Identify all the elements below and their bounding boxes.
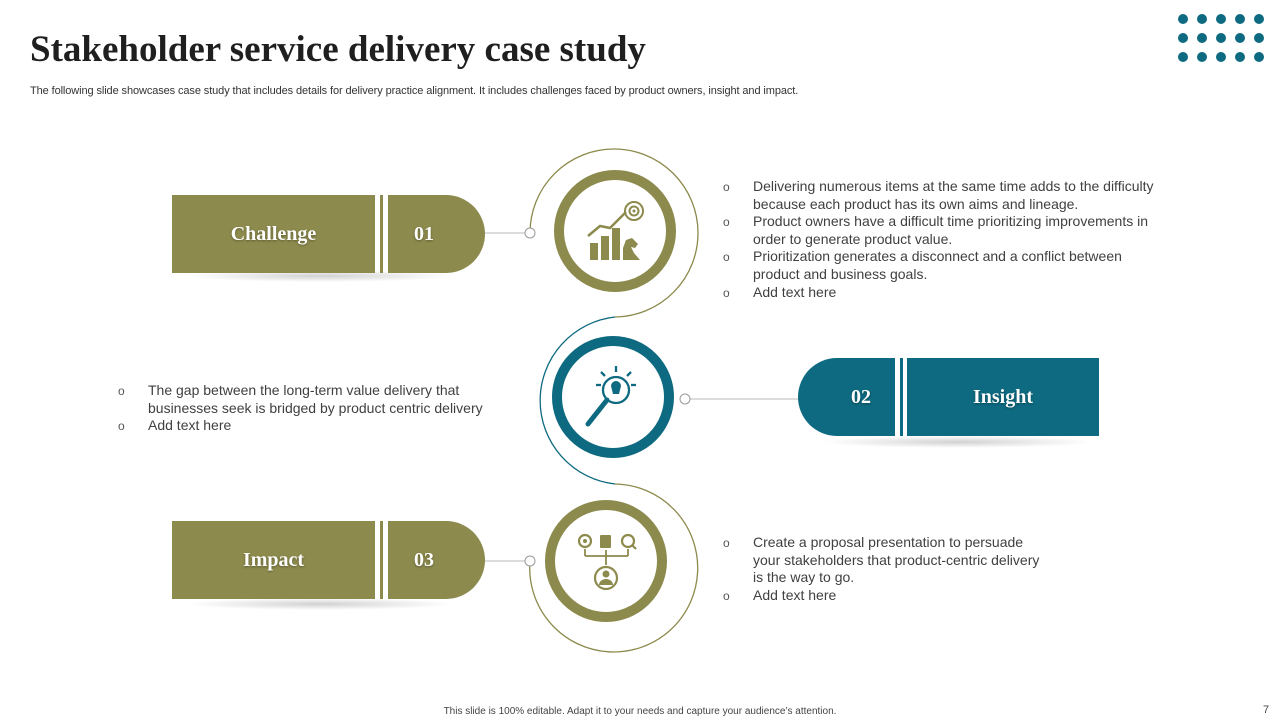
- insight-label: Insight: [972, 385, 1034, 408]
- insight-label-box: Insight: [907, 358, 1099, 436]
- insight-shadow: [820, 436, 1095, 448]
- impact-number: 03: [414, 548, 434, 571]
- decorative-dot-grid: [1178, 14, 1268, 64]
- insight-bullet-list: The gap between the long-term value deli…: [118, 382, 518, 435]
- list-item: Add text here: [118, 417, 518, 435]
- list-item: Delivering numerous items at the same ti…: [723, 178, 1163, 213]
- challenge-divider: [380, 195, 383, 273]
- list-item: Create a proposal presentation to persua…: [723, 534, 1053, 587]
- list-item: Prioritization generates a disconnect an…: [723, 248, 1163, 283]
- idea-search-icon: [585, 366, 636, 427]
- slide-title: Stakeholder service delivery case study: [30, 29, 646, 70]
- list-item: Product owners have a difficult time pri…: [723, 213, 1163, 248]
- insight-number-box: 02: [798, 358, 895, 436]
- challenge-shadow: [185, 270, 455, 282]
- challenge-number: 01: [414, 222, 434, 245]
- insight-number: 02: [851, 385, 871, 408]
- footer-note: This slide is 100% editable. Adapt it to…: [443, 706, 837, 717]
- stakeholder-network-icon: [577, 533, 637, 591]
- impact-label: Impact: [242, 548, 305, 571]
- challenge-label-box: Challenge: [172, 195, 375, 273]
- impact-bullet-list: Create a proposal presentation to persua…: [723, 534, 1053, 605]
- impact-number-box: 03: [388, 521, 485, 599]
- slide-subtitle: The following slide showcases case study…: [30, 85, 799, 97]
- list-item: Add text here: [723, 284, 1163, 302]
- list-item: The gap between the long-term value deli…: [118, 382, 518, 417]
- page-number: 7: [1263, 704, 1270, 716]
- insight-divider: [900, 358, 903, 436]
- challenge-bullet-list: Delivering numerous items at the same ti…: [723, 178, 1163, 302]
- impact-shadow: [185, 598, 455, 610]
- challenge-label: Challenge: [230, 222, 317, 245]
- challenge-number-box: 01: [388, 195, 485, 273]
- list-item: Add text here: [723, 587, 1053, 605]
- growth-chart-strategy-icon: [587, 201, 644, 260]
- impact-divider: [380, 521, 383, 599]
- impact-label-box: Impact: [172, 521, 375, 599]
